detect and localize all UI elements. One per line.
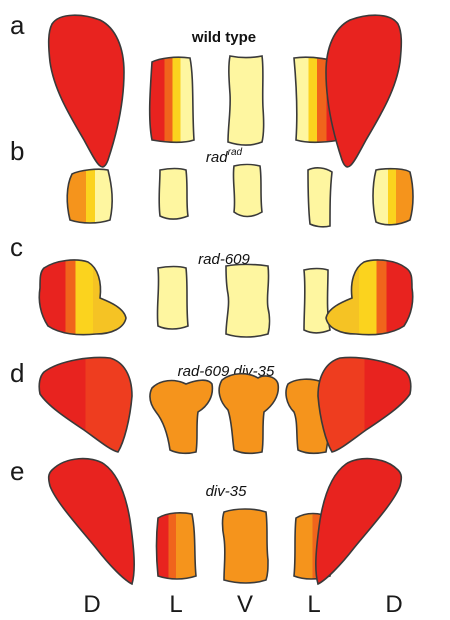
genotype-label-e: div-35	[206, 483, 248, 500]
petal-b-dorsal-right	[373, 169, 413, 225]
petal-c-dorsal-right	[326, 260, 413, 335]
panel-label-a: a	[10, 10, 25, 40]
position-label-lateral-right: L	[307, 591, 320, 618]
petal-b-lateral-left	[159, 169, 188, 220]
petal-b-ventral	[233, 165, 262, 217]
petal-a-dorsal-right	[326, 15, 401, 167]
petal-a-lateral-left	[150, 57, 194, 142]
panel-label-c: c	[10, 232, 23, 262]
petal-b-lateral-right	[308, 168, 332, 227]
petal-a-ventral	[228, 56, 264, 145]
genotype-label-b: radrad	[206, 147, 243, 166]
petal-d-dorsal-left	[39, 358, 132, 452]
genotype-label-b-base: rad	[206, 149, 228, 166]
petal-e-dorsal-left	[49, 459, 134, 584]
panel-label-b: b	[10, 136, 24, 166]
position-label-dorsal-right: D	[385, 591, 402, 618]
petal-d-dorsal-right	[318, 358, 411, 452]
position-label-lateral-left: L	[169, 591, 182, 618]
petal-c-ventral	[226, 265, 270, 338]
position-label-dorsal-left: D	[83, 591, 100, 618]
genotype-label-a: wild type	[191, 29, 256, 46]
petal-e-lateral-left	[157, 513, 197, 579]
petal-c-lateral-right	[304, 269, 330, 334]
panel-label-d: d	[10, 358, 24, 388]
panel-label-e: e	[10, 456, 24, 486]
petal-d-ventral	[219, 374, 278, 454]
petal-e-ventral	[223, 509, 269, 583]
genotype-label-b-superscript: rad	[228, 147, 243, 158]
position-label-ventral: V	[237, 591, 253, 618]
petal-d-lateral-left	[150, 380, 212, 453]
petal-e-dorsal-right	[316, 459, 401, 584]
petal-c-lateral-left	[157, 267, 188, 330]
petal-a-dorsal-left	[49, 15, 124, 167]
petal-c-dorsal-left	[39, 260, 126, 335]
petal-b-dorsal-left	[67, 169, 112, 223]
